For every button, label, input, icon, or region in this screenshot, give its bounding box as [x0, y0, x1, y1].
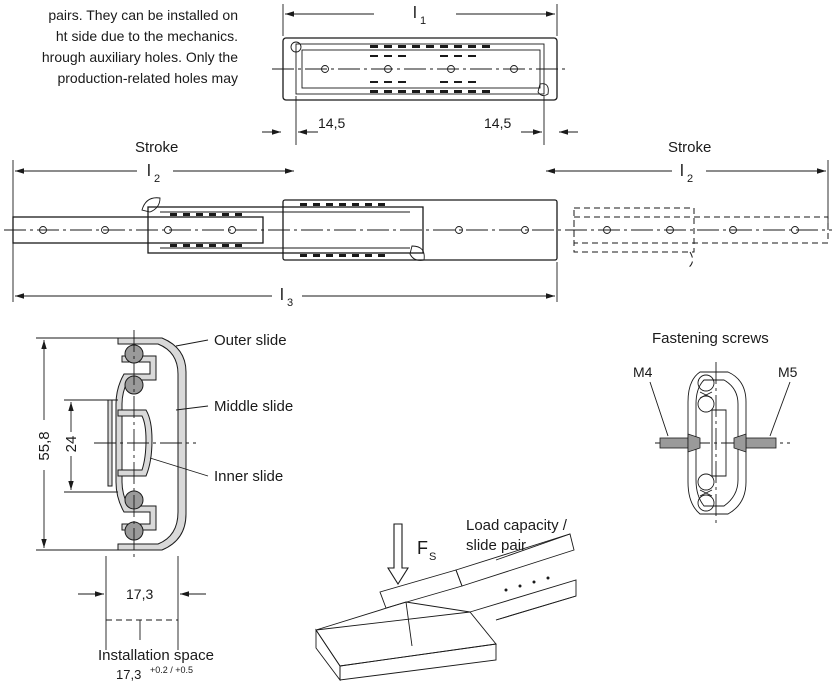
fastening-screws-view: Fastening screws M4 M5 — [633, 330, 798, 524]
intro-line-2: ht side due to the mechanics. — [56, 28, 238, 44]
label-load-capacity-1: Load capacity / — [466, 517, 568, 534]
intro-line-1: pairs. They can be installed on — [48, 7, 238, 23]
label-middle-slide: Middle slide — [214, 398, 293, 415]
label-fastening-screws: Fastening screws — [652, 330, 769, 347]
intro-line-4: production-related holes may — [57, 70, 238, 86]
label-m5: M5 — [778, 364, 798, 380]
dim-offset-right: 14,5 — [484, 115, 511, 131]
stroke-label-right: Stroke — [668, 139, 711, 156]
intro-line-3: hrough auxiliary holes. Only the — [42, 49, 238, 65]
force-label: F — [417, 538, 428, 558]
dim-l1: l — [413, 3, 417, 22]
dim-l3: l — [280, 285, 284, 304]
force-arrow-icon — [387, 523, 409, 586]
dim-l2-left-sub: 2 — [154, 173, 160, 185]
dim-l2-right-sub: 2 — [687, 173, 693, 185]
load-capacity-view: F S Load capacity / slide pair — [315, 517, 577, 681]
label-load-capacity-2: slide pair — [466, 537, 526, 554]
dim-l3-sub: 3 — [287, 297, 293, 309]
installation-tolerance: +0.2 / +0.5 — [150, 665, 193, 675]
closed-slide-view: l 1 14,5 14,5 — [262, 3, 578, 145]
dim-l2-right: l — [680, 161, 684, 180]
dim-offset-left: 14,5 — [318, 115, 345, 131]
dim-width: 17,3 — [126, 586, 153, 602]
cross-section-view: Outer slide Middle slide Inner slide 55,… — [36, 330, 293, 681]
stroke-label-left: Stroke — [135, 139, 178, 156]
dim-height-inner: 24 — [63, 436, 80, 453]
dim-height-total: 55,8 — [36, 431, 53, 460]
intro-text: pairs. They can be installed on ht side … — [42, 7, 238, 86]
label-inner-slide: Inner slide — [214, 468, 283, 485]
label-m4: M4 — [633, 364, 653, 380]
label-outer-slide: Outer slide — [214, 332, 287, 349]
installation-value: 17,3 — [116, 667, 141, 681]
force-label-sub: S — [429, 551, 436, 563]
label-installation-space: Installation space — [98, 647, 214, 664]
extended-slide-view: Stroke Stroke l 2 l 2 — [4, 139, 832, 309]
dim-l1-sub: 1 — [420, 15, 426, 27]
dim-l2-left: l — [147, 161, 151, 180]
